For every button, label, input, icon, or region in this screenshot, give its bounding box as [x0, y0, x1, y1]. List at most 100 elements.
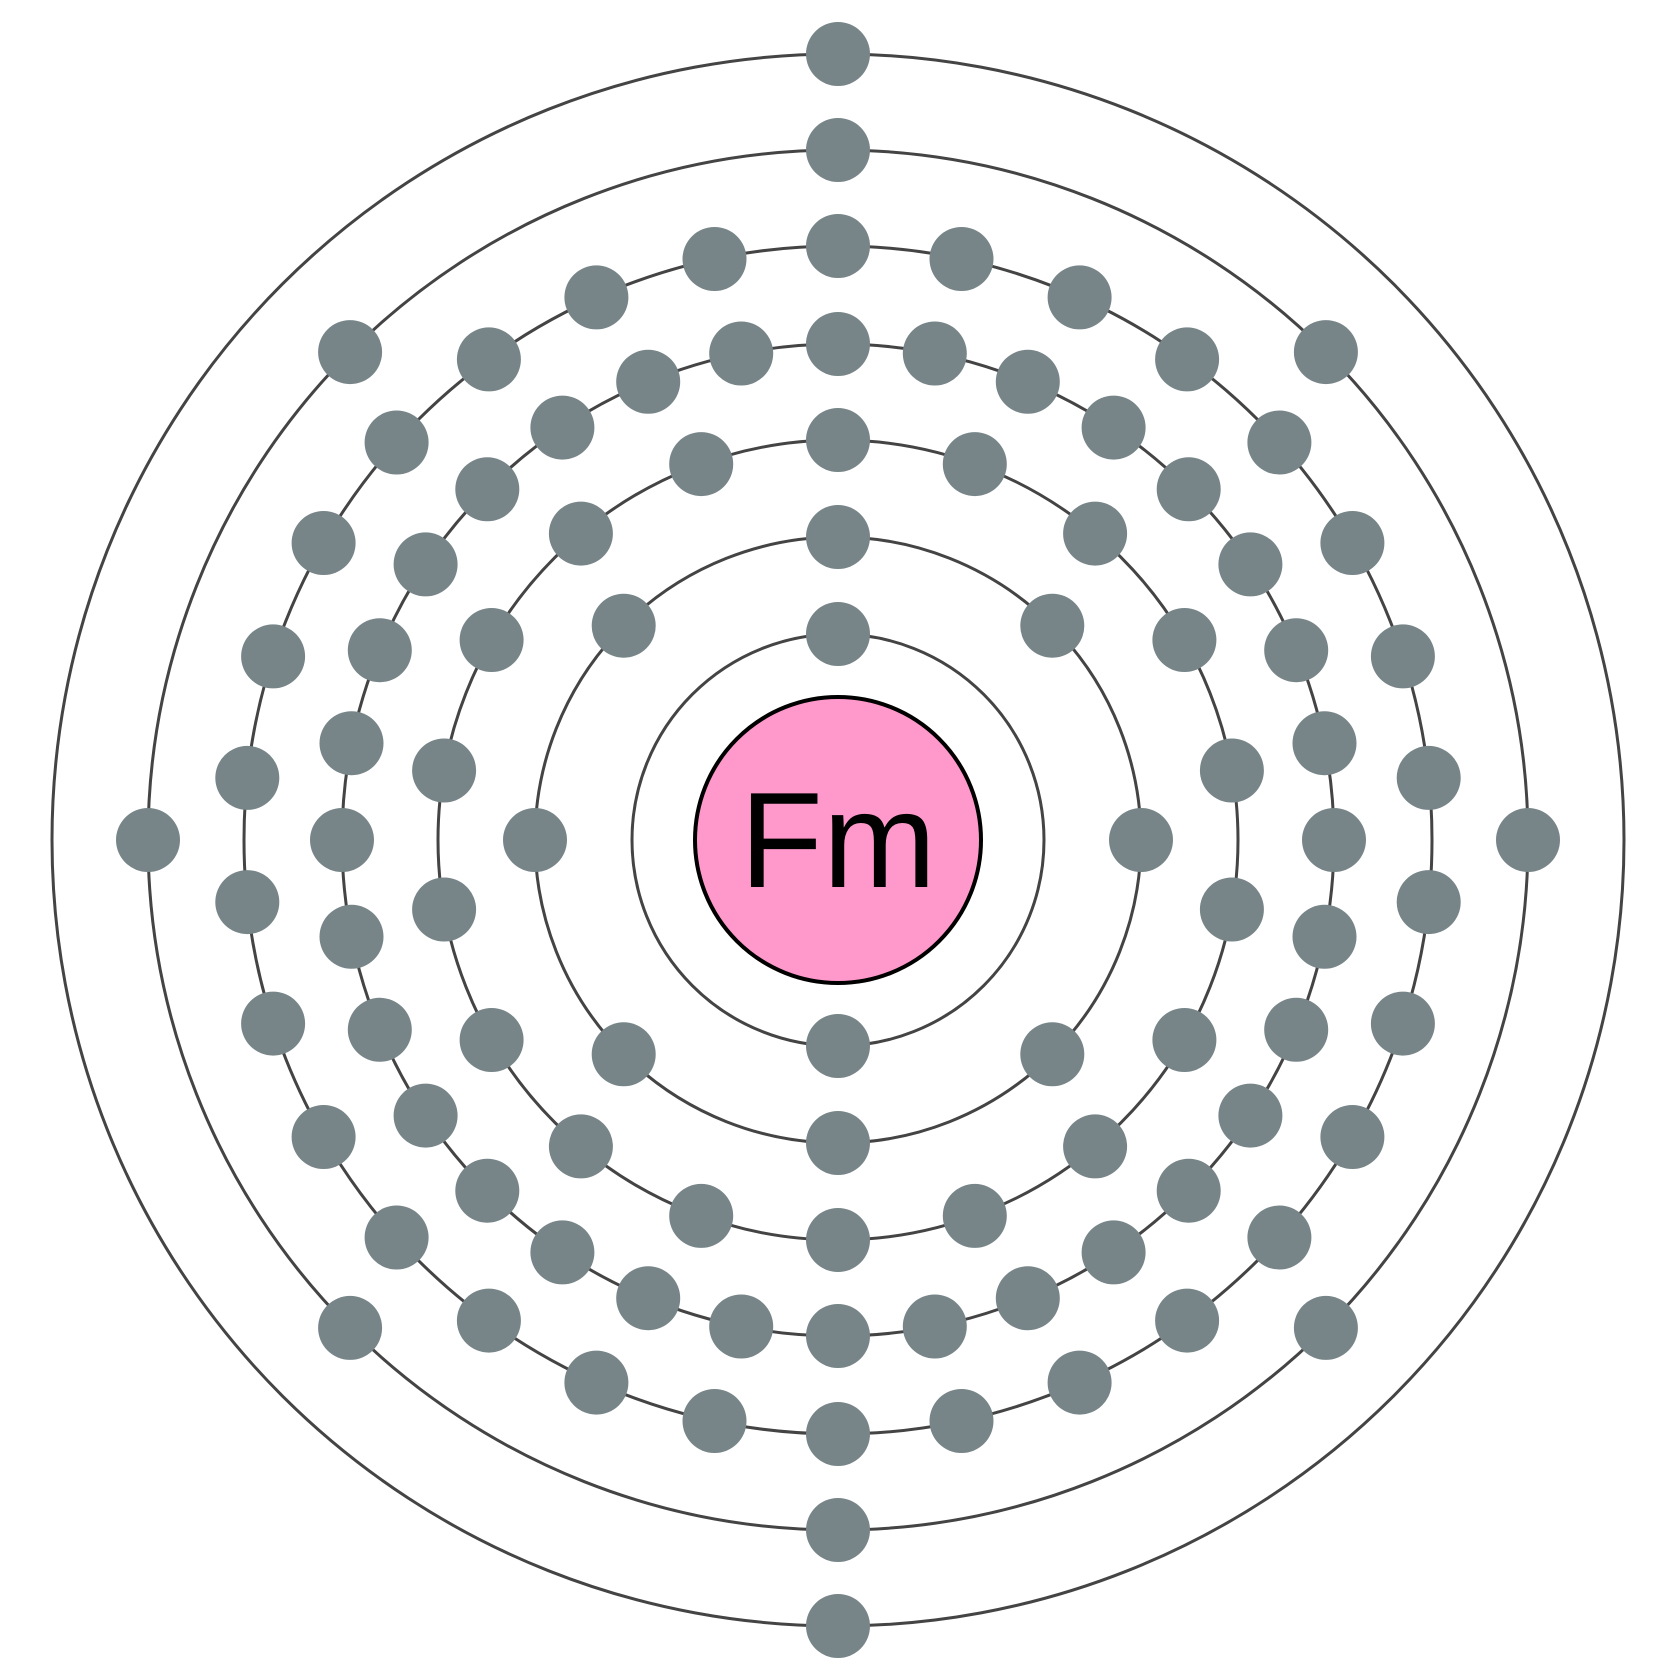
electron	[456, 1288, 521, 1353]
electron	[530, 395, 595, 460]
electron	[1063, 501, 1128, 566]
electron	[1199, 738, 1264, 803]
electron	[806, 602, 870, 666]
electron	[1218, 1083, 1283, 1148]
shell-K	[630, 602, 1046, 1078]
electron	[995, 349, 1060, 414]
electron	[1292, 904, 1357, 969]
electron	[806, 22, 870, 86]
electron	[929, 1389, 994, 1453]
electron	[347, 618, 412, 683]
electron	[1047, 1350, 1112, 1415]
electron	[1155, 327, 1220, 392]
electron	[1302, 808, 1366, 872]
element-symbol: Fm	[740, 764, 936, 916]
electron	[364, 1205, 429, 1270]
electron	[548, 1114, 613, 1179]
electron	[669, 1183, 734, 1248]
electron	[1370, 991, 1435, 1056]
shell-L	[503, 505, 1173, 1175]
electron	[215, 870, 280, 935]
electron	[241, 624, 306, 689]
electron	[1218, 532, 1283, 597]
electron	[995, 1266, 1060, 1331]
electron	[393, 532, 458, 597]
electron	[291, 1105, 356, 1169]
electron	[1264, 997, 1329, 1062]
electron	[318, 1295, 383, 1360]
electron	[929, 227, 994, 291]
electron	[1081, 1220, 1146, 1285]
electron	[1247, 1205, 1312, 1270]
electron	[455, 1158, 520, 1223]
electron	[806, 1304, 870, 1368]
electron	[1496, 808, 1560, 872]
nucleus-circle	[693, 695, 983, 985]
electron	[806, 118, 870, 182]
electron	[1396, 745, 1461, 810]
electron	[412, 738, 477, 803]
electron	[616, 1266, 681, 1331]
electron	[319, 711, 384, 776]
electron	[709, 321, 774, 386]
shell-N	[310, 312, 1366, 1368]
electron	[616, 349, 681, 414]
electron	[241, 991, 306, 1056]
electron	[902, 1294, 967, 1359]
electron	[364, 410, 429, 475]
shell-Q	[50, 22, 1626, 1658]
electron	[459, 1008, 524, 1072]
electron	[1292, 711, 1357, 776]
electron	[669, 432, 734, 497]
electron	[1156, 457, 1221, 522]
shell-O	[215, 214, 1461, 1466]
electron	[456, 327, 521, 392]
electron	[806, 1594, 870, 1658]
electron	[806, 1402, 870, 1466]
electron	[806, 312, 870, 376]
electron	[1293, 1295, 1358, 1360]
electron	[806, 1208, 870, 1272]
electron	[1152, 608, 1217, 672]
electron	[291, 511, 356, 575]
electron	[347, 997, 412, 1062]
electron	[591, 593, 656, 658]
electron	[942, 1183, 1007, 1248]
electron	[682, 1389, 747, 1453]
electron	[1047, 265, 1112, 330]
electron	[1320, 511, 1385, 575]
electron	[942, 432, 1007, 497]
electron	[530, 1220, 595, 1285]
electron	[1396, 870, 1461, 935]
shell-P	[116, 118, 1560, 1562]
electron	[1081, 395, 1146, 460]
electron	[1199, 877, 1264, 942]
shell-M	[412, 408, 1264, 1272]
electron	[564, 1350, 629, 1415]
electron	[806, 1111, 870, 1175]
electron	[1020, 1022, 1085, 1087]
electron	[393, 1083, 458, 1148]
electron	[806, 505, 870, 569]
electron	[806, 214, 870, 278]
electron	[709, 1294, 774, 1359]
electron	[1155, 1288, 1220, 1353]
electron	[806, 1014, 870, 1078]
electron	[215, 745, 280, 810]
electron	[459, 608, 524, 672]
electron	[902, 321, 967, 386]
electron	[1020, 593, 1085, 658]
electron	[1370, 624, 1435, 689]
electron	[412, 877, 477, 942]
electron	[548, 501, 613, 566]
nucleus: Fm	[693, 695, 983, 985]
electron	[1152, 1008, 1217, 1072]
electron	[455, 457, 520, 522]
electron	[1109, 808, 1173, 872]
electron	[1247, 410, 1312, 475]
electron	[1264, 618, 1329, 683]
electron	[1063, 1114, 1128, 1179]
electron	[682, 227, 747, 291]
electron	[806, 408, 870, 472]
